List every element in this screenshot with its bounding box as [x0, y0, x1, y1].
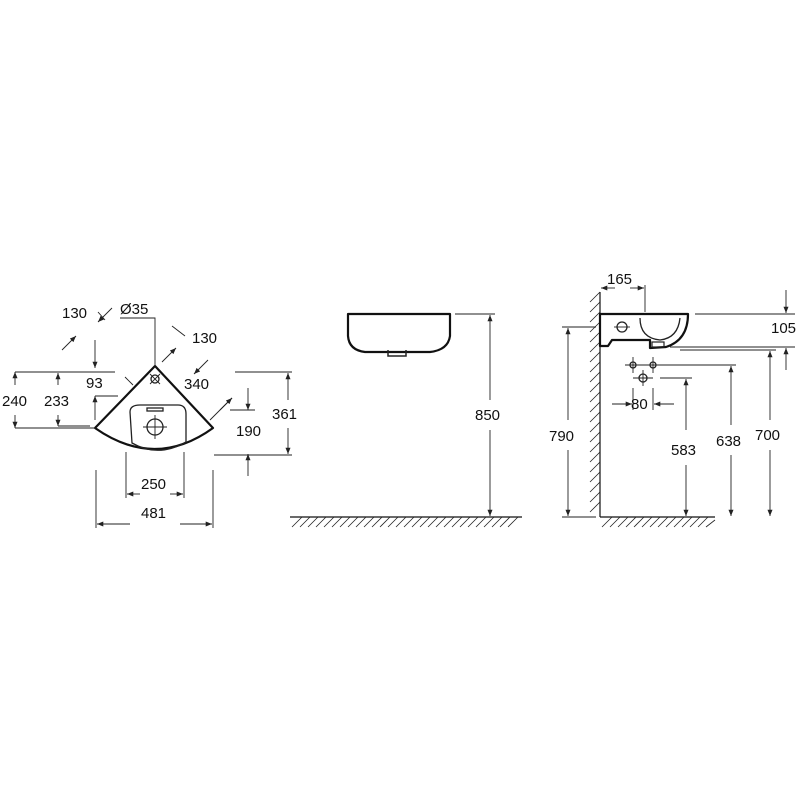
dim-130-right: 130 [192, 330, 217, 347]
dim-240: 240 [2, 393, 27, 410]
dim-250: 250 [141, 476, 166, 493]
dim-93: 93 [86, 375, 103, 392]
overflow-slot [146, 407, 164, 412]
dim-583: 583 [671, 442, 696, 459]
drain-symbol [143, 415, 167, 439]
side-wall-hatch [589, 291, 601, 513]
plan-dimension-lines [12, 307, 292, 528]
dim-340: 340 [184, 376, 209, 393]
basin-plan-outline [93, 364, 215, 451]
dim-165: 165 [607, 271, 632, 288]
dim-481: 481 [141, 505, 166, 522]
dim-700: 700 [755, 427, 780, 444]
dim-850: 850 [475, 407, 500, 424]
basin-side-bowl [639, 317, 681, 341]
front-view: 850 [290, 312, 522, 528]
dim-233: 233 [44, 393, 69, 410]
basin-side-outline [598, 312, 690, 350]
basin-plan-bowl [129, 404, 187, 451]
front-drain-outlet [387, 350, 407, 357]
front-floor-hatch [291, 516, 519, 528]
basin-front-outline [346, 312, 452, 354]
side-dimension-lines [562, 285, 795, 518]
supply-fittings [625, 357, 661, 386]
side-view: 165 105 790 80 583 638 700 [549, 271, 796, 528]
dim-130-left: 130 [62, 305, 87, 322]
dim-790: 790 [549, 428, 574, 445]
dim-638: 638 [716, 433, 741, 450]
dim-105: 105 [771, 320, 796, 337]
dim-361: 361 [272, 406, 297, 423]
side-drain-outlet [651, 341, 665, 348]
plan-view: 130 Ø35 130 93 340 240 233 361 190 250 4… [2, 301, 297, 528]
dim-diameter-35: Ø35 [120, 301, 148, 318]
tap-hole-symbol [149, 373, 161, 385]
dim-80: 80 [631, 396, 648, 413]
dim-190: 190 [236, 423, 261, 440]
side-floor-hatch [601, 516, 716, 528]
